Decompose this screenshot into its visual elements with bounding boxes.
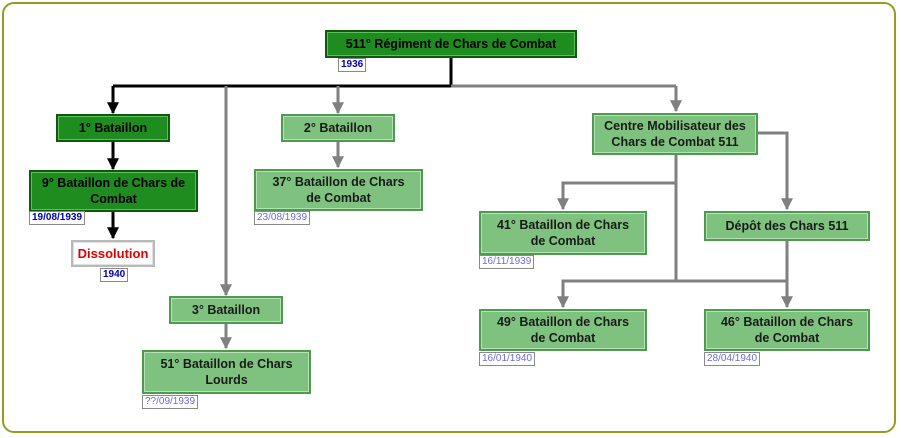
node-depot: Dépôt des Chars 511 [704,211,870,241]
node-regiment: 511° Régiment de Chars de Combat [325,30,577,58]
node-bat1: 1° Bataillon [56,114,170,142]
line-to-bat49 [557,279,787,309]
node-bat51: 51° Bataillon de Chars Lourds [142,350,311,394]
node-bat41: 41° Bataillon de Chars de Combat [479,211,647,255]
node-bat49: 49° Bataillon de Chars de Combat [479,309,647,351]
line-to-bat41 [557,181,676,211]
date-bat51: ??/09/1939 [142,395,199,409]
node-bat46: 46° Bataillon de Chars de Combat [704,309,870,351]
node-bat9: 9° Bataillon de Chars de Combat [29,170,198,212]
date-bat9: 19/08/1939 [29,211,86,225]
date-bat41: 16/11/1939 [479,255,535,269]
node-cmcc: Centre Mobilisateur des Chars de Combat … [592,113,758,155]
line-regiment-to-bus [113,57,453,88]
date-dissolution: 1940 [100,268,129,282]
date-regiment: 1936 [338,58,367,72]
node-bat37: 37° Bataillon de Chars de Combat [254,169,423,211]
date-bat37: 23/08/1939 [254,211,311,225]
node-bat3: 3° Bataillon [169,296,283,324]
date-bat49: 16/01/1940 [479,352,536,366]
line-to-depot [757,131,793,211]
node-bat2: 2° Bataillon [281,114,395,142]
node-dissolution: Dissolution [71,240,155,267]
date-bat46: 28/04/1940 [704,352,761,366]
